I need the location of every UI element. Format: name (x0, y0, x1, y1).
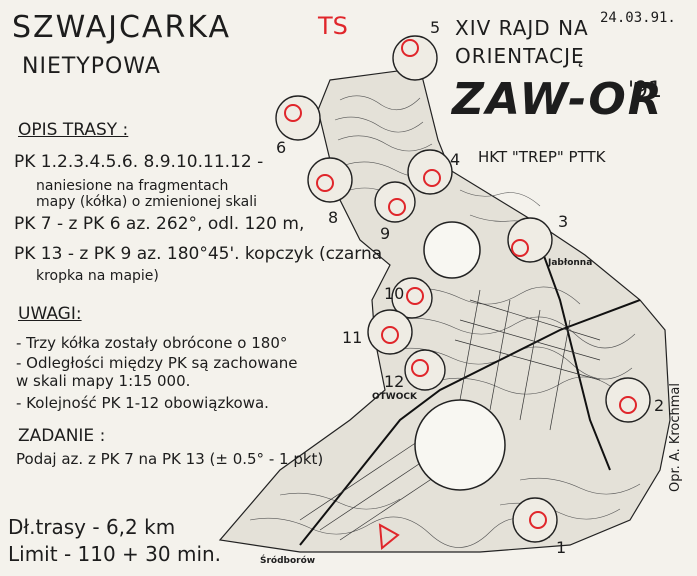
rally-line-1: XIV RAJD NA (455, 16, 589, 40)
ts-marker: TS (318, 12, 348, 40)
checkpoint-label-10: 10 (384, 284, 405, 303)
route-heading: OPIS TRASY : (18, 120, 129, 140)
place-jablonna: Jabłonna (548, 258, 593, 268)
blank-circles (414, 221, 506, 491)
event-name: ZAW-OR (452, 74, 664, 125)
checkpoint-label-4: 4 (450, 150, 461, 169)
start-triangle (378, 523, 400, 550)
route-line-1-cont-2: mapy (kółka) o zmienionej skali (36, 194, 257, 210)
route-line-2: PK 7 - z PK 6 az. 262°, odl. 120 m, (14, 214, 305, 234)
organizer: HKT "TREP" PTTK (478, 148, 606, 166)
checkpoint-label-12: 12 (384, 372, 405, 391)
checkpoint-label-8: 8 (328, 208, 339, 227)
rally-line-2: ORIENTACJĘ (455, 44, 585, 68)
route-length: Dł.trasy - 6,2 km (8, 515, 176, 539)
checkpoint-label-1: 1 (556, 538, 567, 557)
task-heading: ZADANIE : (18, 426, 106, 446)
notes-heading: UWAGI: (18, 304, 82, 324)
task-text: Podaj az. z PK 7 na PK 13 (± 0.5° - 1 pk… (16, 450, 324, 468)
checkpoint-label-9: 9 (380, 224, 391, 243)
route-line-1-cont-1: naniesione na fragmentach (36, 178, 229, 194)
time-limit: Limit - 110 + 30 min. (8, 542, 222, 566)
control-marks (284, 39, 637, 529)
map-subtitle: NIETYPOWA (22, 54, 161, 79)
note-item-2: - Odległości między PK są zachowane (16, 354, 298, 372)
place-otwock: OTWOCK (372, 392, 417, 402)
route-line-1: PK 1.2.3.4.5.6. 8.9.10.11.12 - (14, 152, 264, 172)
route-line-3-cont: kropka na mapie) (36, 268, 159, 284)
note-item-4: - Kolejność PK 1-12 obowiązkowa. (16, 394, 269, 412)
railway-line (299, 244, 641, 546)
street-grid (299, 289, 601, 541)
checkpoint-label-5: 5 (430, 18, 441, 37)
note-item-1: - Trzy kółka zostały obrócone o 180° (16, 334, 288, 352)
checkpoint-label-11: 11 (342, 328, 363, 347)
checkpoint-label-2: 2 (654, 396, 665, 415)
author-credit: Opr. A. Krochmal (668, 383, 683, 492)
place-srodborow: Śródborów (260, 556, 316, 566)
event-year: '91 (628, 78, 663, 103)
note-item-3: w skali mapy 1:15 000. (16, 372, 191, 390)
route-line-3: PK 13 - z PK 9 az. 180°45'. kopczyk (cza… (14, 244, 383, 264)
checkpoint-label-3: 3 (558, 212, 569, 231)
event-date: 24.03.91. (600, 10, 676, 26)
map-title: SZWAJCARKA (12, 10, 231, 45)
checkpoint-label-6: 6 (276, 138, 287, 157)
